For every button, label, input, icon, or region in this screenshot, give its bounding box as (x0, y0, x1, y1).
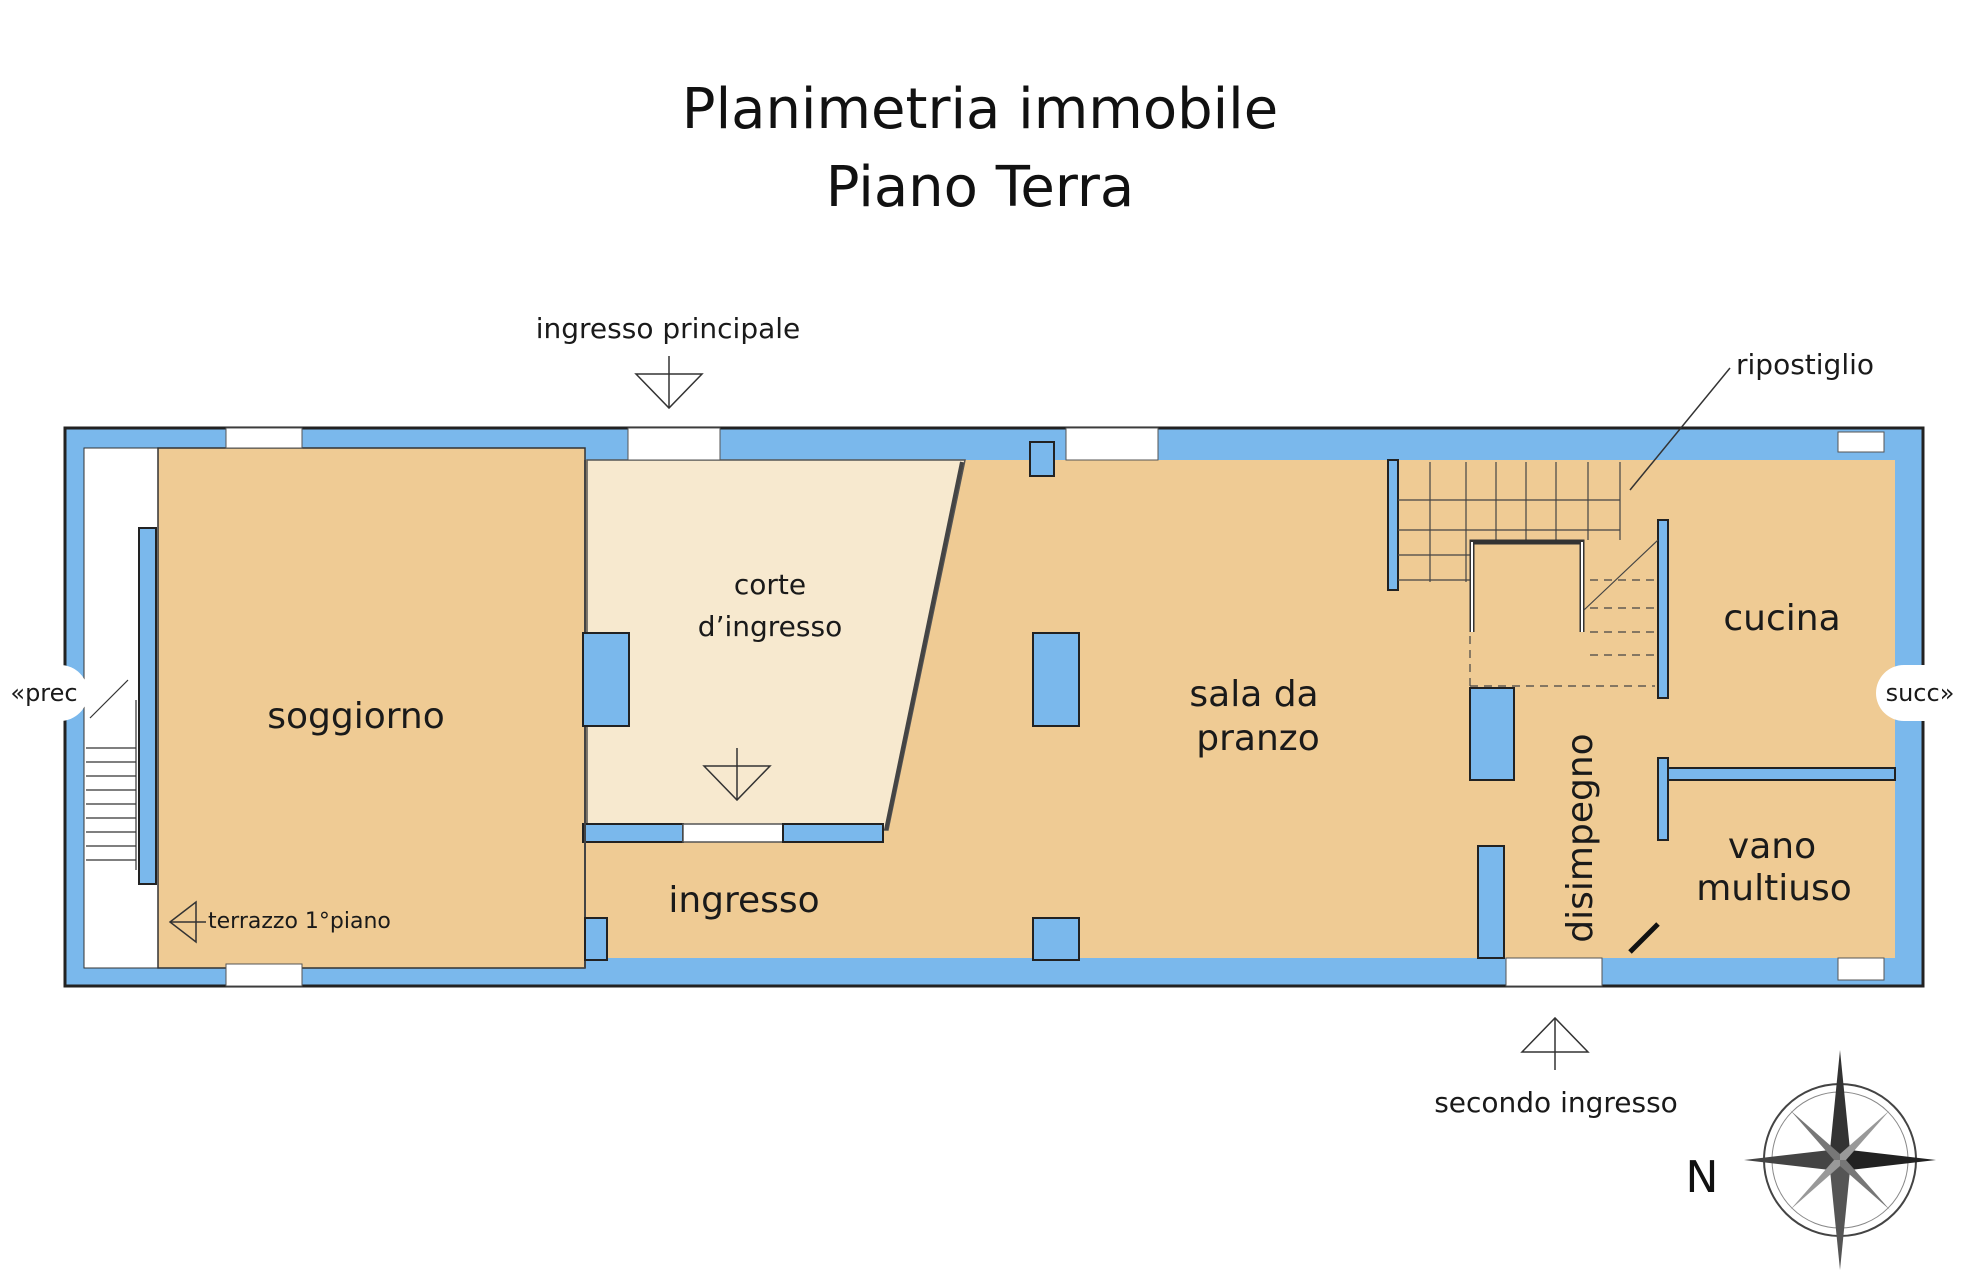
pillar-sala (1032, 632, 1080, 727)
second-entrance-opening (1505, 957, 1603, 987)
window-bottom-2 (1837, 957, 1885, 981)
window-top-3 (1837, 431, 1885, 453)
vano-west-wall (1657, 757, 1669, 841)
door-swing-vano (1628, 922, 1660, 954)
label-ingresso-principale: ingresso principale (536, 312, 801, 345)
window-top-2 (1065, 427, 1159, 461)
room-label-sala-2: pranzo (1196, 718, 1319, 759)
label-secondo-ingresso: secondo ingresso (1434, 1086, 1678, 1119)
cucina-room (1668, 460, 1895, 770)
court-diagonal-wall (884, 461, 964, 831)
next-button[interactable]: succ» (1876, 665, 1964, 721)
compass-rose-icon (1744, 1050, 1936, 1270)
label-terrazzo: terrazzo 1°piano (208, 909, 391, 934)
window-top-1 (225, 427, 303, 449)
room-label-sala-1: sala da (1189, 674, 1318, 715)
pillar-disimpegno (1469, 687, 1515, 781)
court-lower-wall-left (582, 823, 684, 843)
plan-title-line1: Planimetria immobile (682, 77, 1278, 142)
ripostiglio-leader-line (1629, 367, 1731, 491)
room-label-disimpegno: disimpegno (1560, 733, 1601, 942)
court-entrance-arrow-icon (702, 748, 772, 802)
top-wall-stub (1029, 441, 1055, 477)
prev-button[interactable]: «prec (0, 665, 88, 721)
second-entrance-arrow-icon (1520, 1016, 1590, 1070)
plan-title-line2: Piano Terra (826, 155, 1135, 220)
label-ripostiglio: ripostiglio (1736, 348, 1874, 381)
soggiorno-room (157, 447, 586, 969)
compass-north-label: N (1686, 1152, 1719, 1203)
ingresso-south-stub (584, 917, 608, 961)
central-staircase (1398, 462, 1659, 687)
main-entrance-opening (627, 427, 721, 461)
cucina-west-wall (1657, 519, 1669, 699)
terrazzo-arrow-icon (168, 900, 206, 944)
room-label-corte-1: corte (734, 568, 806, 601)
vano-multiuso-room (1668, 780, 1895, 958)
pillar-corte (582, 632, 630, 727)
sala-south-pillar (1032, 917, 1080, 961)
prev-button-label: «prec (10, 679, 78, 707)
court-door (682, 823, 784, 843)
court-lower-wall-right (782, 823, 884, 843)
soggiorno-inner-wall (138, 527, 157, 885)
room-label-ingresso: ingresso (668, 880, 819, 921)
room-label-corte-2: d’ingresso (698, 610, 842, 643)
room-label-cucina: cucina (1723, 598, 1840, 639)
disimpegno-west-wall (1477, 845, 1505, 959)
room-label-soggiorno: soggiorno (267, 696, 445, 737)
left-stair-steps (86, 679, 137, 870)
room-label-vano-1: vano (1728, 826, 1816, 867)
cucina-vano-divider (1657, 767, 1896, 781)
main-entrance-arrow-icon (634, 356, 704, 410)
room-label-vano-2: multiuso (1696, 868, 1852, 909)
next-button-label: succ» (1885, 679, 1955, 707)
stair-left-wall (1387, 459, 1399, 591)
window-bottom-1 (225, 963, 303, 987)
